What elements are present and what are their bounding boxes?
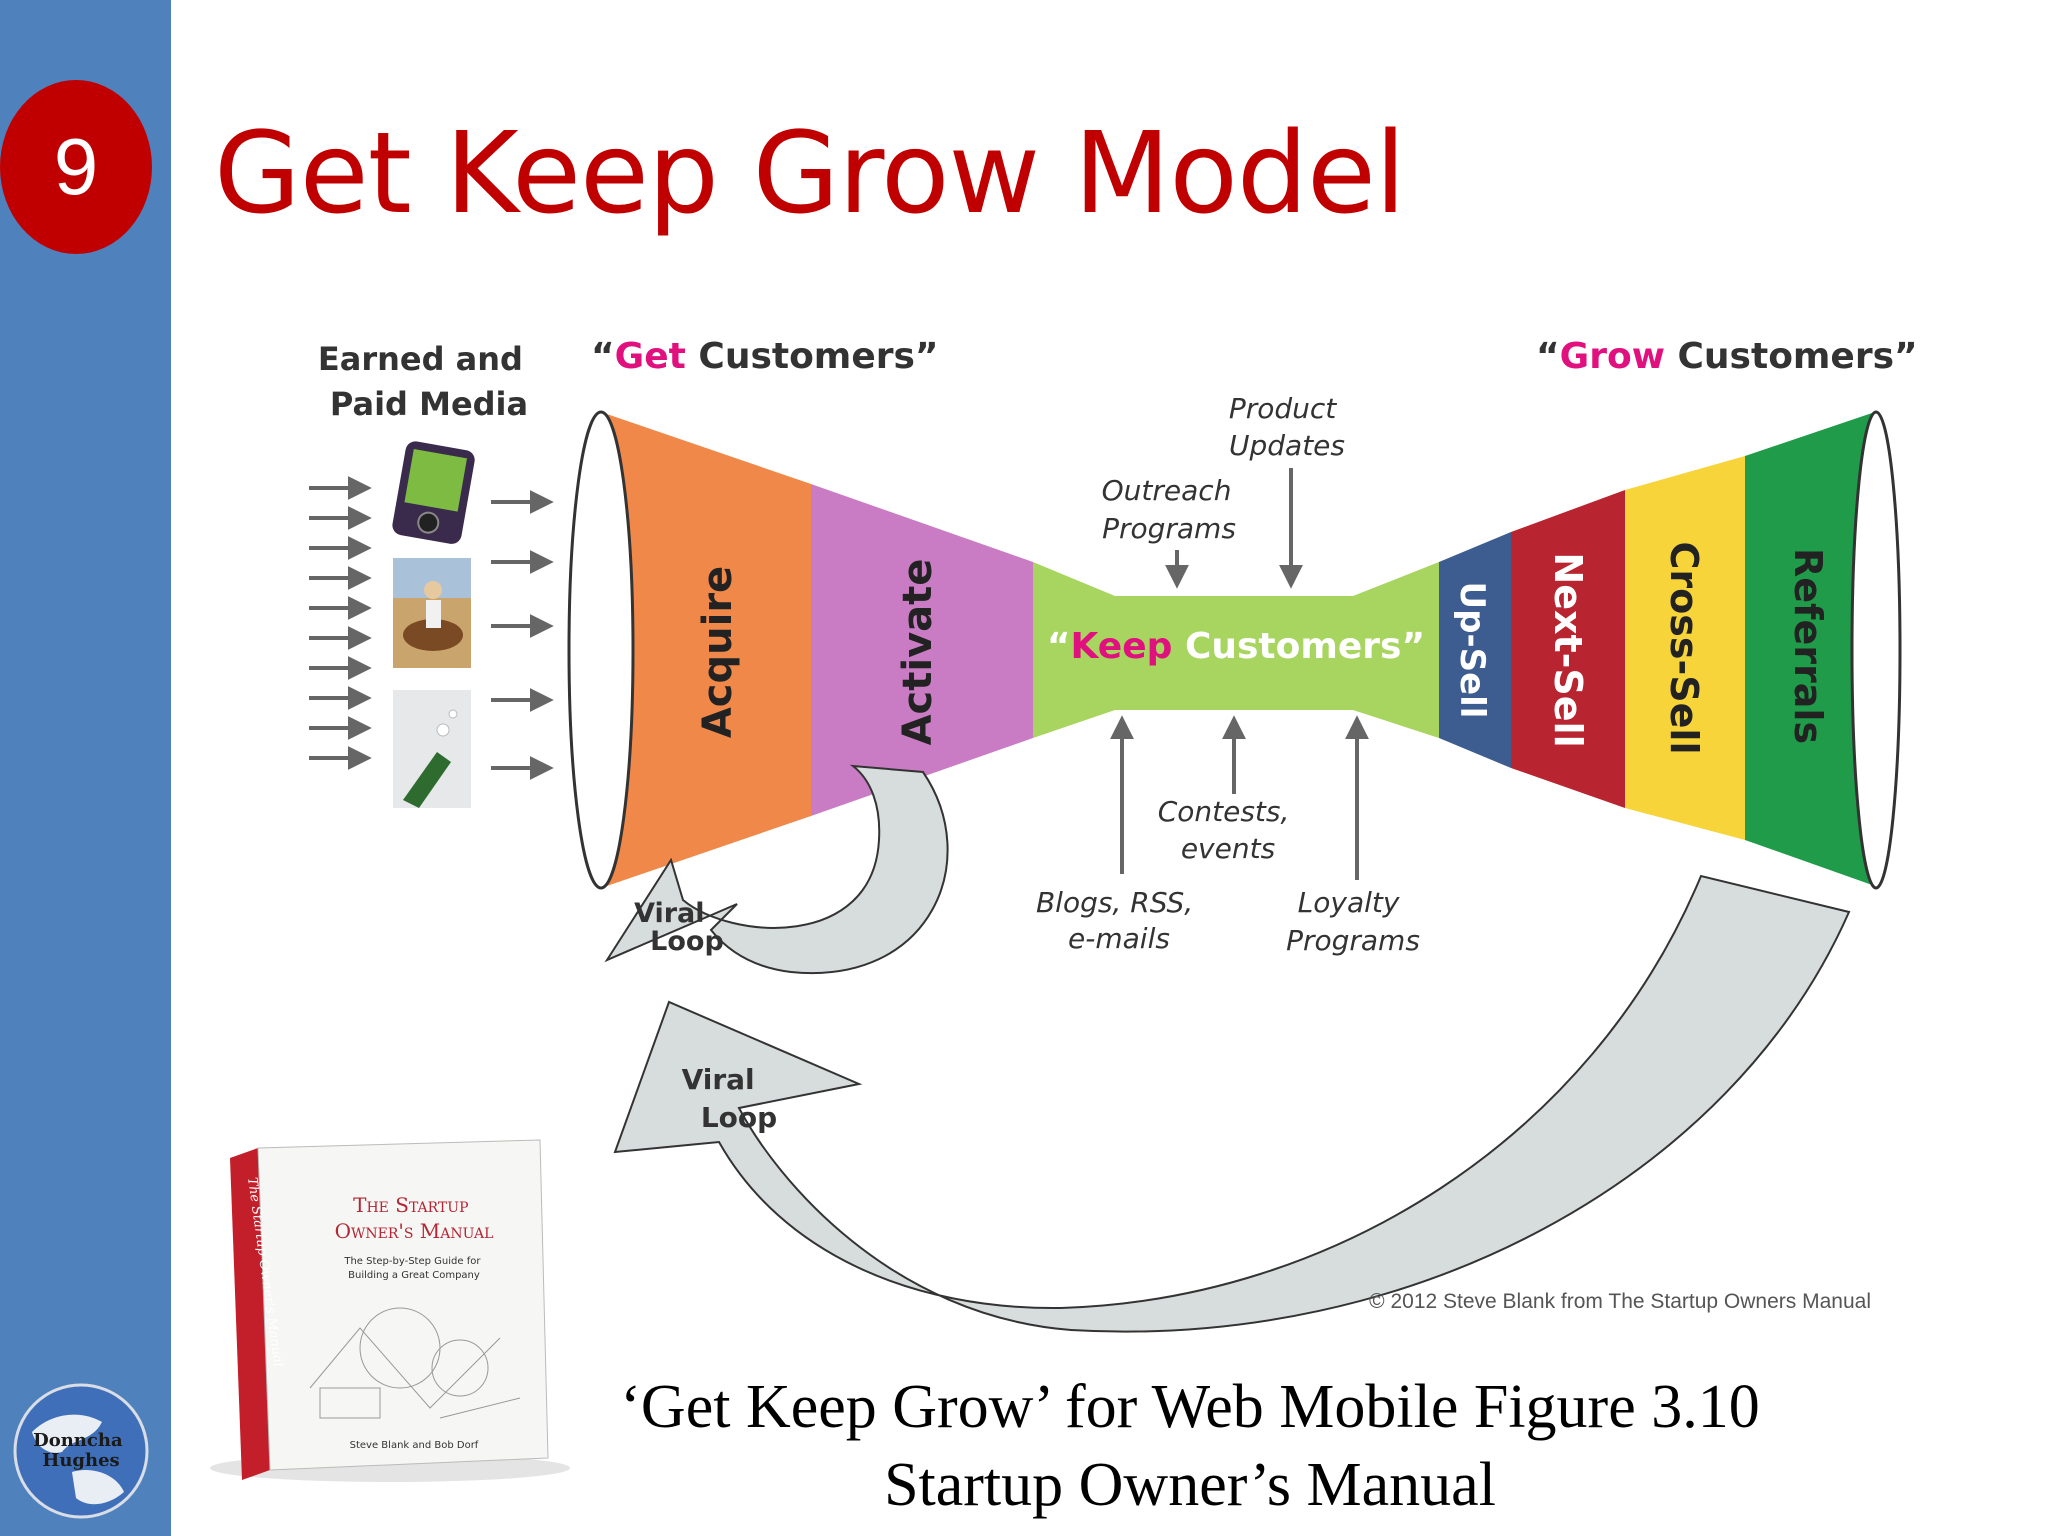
get-keep-grow-diagram: Earned and Paid Media: [309, 336, 1918, 1333]
stage-label-upsell: Up-Sell: [1452, 582, 1492, 719]
media-label: Earned and Paid Media: [318, 340, 534, 423]
logo-text: Donncha Hughes: [33, 1430, 129, 1471]
referrals-segment: [1745, 412, 1875, 886]
phone-image: [392, 441, 475, 544]
keep-input-contests: Contests, events: [1158, 795, 1299, 865]
stage-label-referrals: Referrals: [1786, 548, 1830, 744]
cowboy-photo: [393, 558, 471, 668]
stage-label-crosssell: Cross-Sell: [1662, 542, 1706, 755]
book-cover-image: The Startup Owner's Manual The Startup O…: [210, 1139, 570, 1482]
grow-customers-heading: “Grow Customers”: [1536, 336, 1918, 377]
acquire-segment: [601, 412, 811, 888]
champagne-photo: [393, 690, 471, 808]
keep-input-blogs: Blogs, RSS, e-mails: [1036, 886, 1202, 955]
slide-number-badge: 9: [0, 80, 152, 254]
stage-label-activate: Activate: [895, 559, 941, 746]
incoming-media-arrows: [309, 476, 554, 780]
keep-input-arrows: [1110, 468, 1369, 880]
large-viral-loop-label: Viral Loop: [682, 1063, 778, 1134]
copyright-note: © 2012 Steve Blank from The Startup Owne…: [1369, 1290, 1871, 1313]
large-viral-loop-arrow: [613, 874, 1851, 1333]
donncha-hughes-logo: Donncha Hughes: [13, 1383, 149, 1519]
upsell-segment: [1439, 532, 1511, 768]
left-funnel-mouth: [567, 410, 635, 890]
get-customers-heading: “Get Customers”: [591, 336, 939, 377]
small-viral-loop-arrow: [604, 764, 949, 975]
book-illustration: [309, 1307, 521, 1419]
book-authors: Steve Blank and Bob Dorf: [350, 1440, 479, 1451]
keep-input-product-updates: Product Updates: [1229, 392, 1345, 462]
crosssell-segment: [1625, 456, 1745, 840]
left-sidebar-band: [0, 0, 171, 1536]
caption-line-1: ‘Get Keep Grow’ for Web Mobile Figure 3.…: [620, 1373, 1760, 1441]
stage-label-acquire: Acquire: [695, 566, 741, 738]
keep-customers-heading: “Keep Customers”: [1047, 626, 1425, 667]
keep-segment: [1033, 562, 1439, 738]
keep-input-outreach: Outreach Programs: [1102, 474, 1241, 545]
slide-number: 9: [53, 122, 99, 211]
activate-segment: [811, 484, 1033, 816]
right-funnel-mouth: [1850, 410, 1902, 890]
keep-input-loyalty: Loyalty Programs: [1286, 886, 1420, 957]
stage-label-nextsell: Next-Sell: [1546, 552, 1590, 747]
book-subtitle: The Step-by-Step Guide for Building a Gr…: [343, 1256, 483, 1281]
caption-line-2: Startup Owner’s Manual: [884, 1451, 1496, 1519]
figure-caption: ‘Get Keep Grow’ for Web Mobile Figure 3.…: [540, 1368, 1840, 1524]
nextsell-segment: [1511, 490, 1625, 808]
book-title: The Startup Owner's Manual: [335, 1193, 494, 1243]
small-viral-loop-label: Viral Loop: [634, 898, 724, 957]
slide-title: Get Keep Grow Model: [214, 109, 1406, 239]
